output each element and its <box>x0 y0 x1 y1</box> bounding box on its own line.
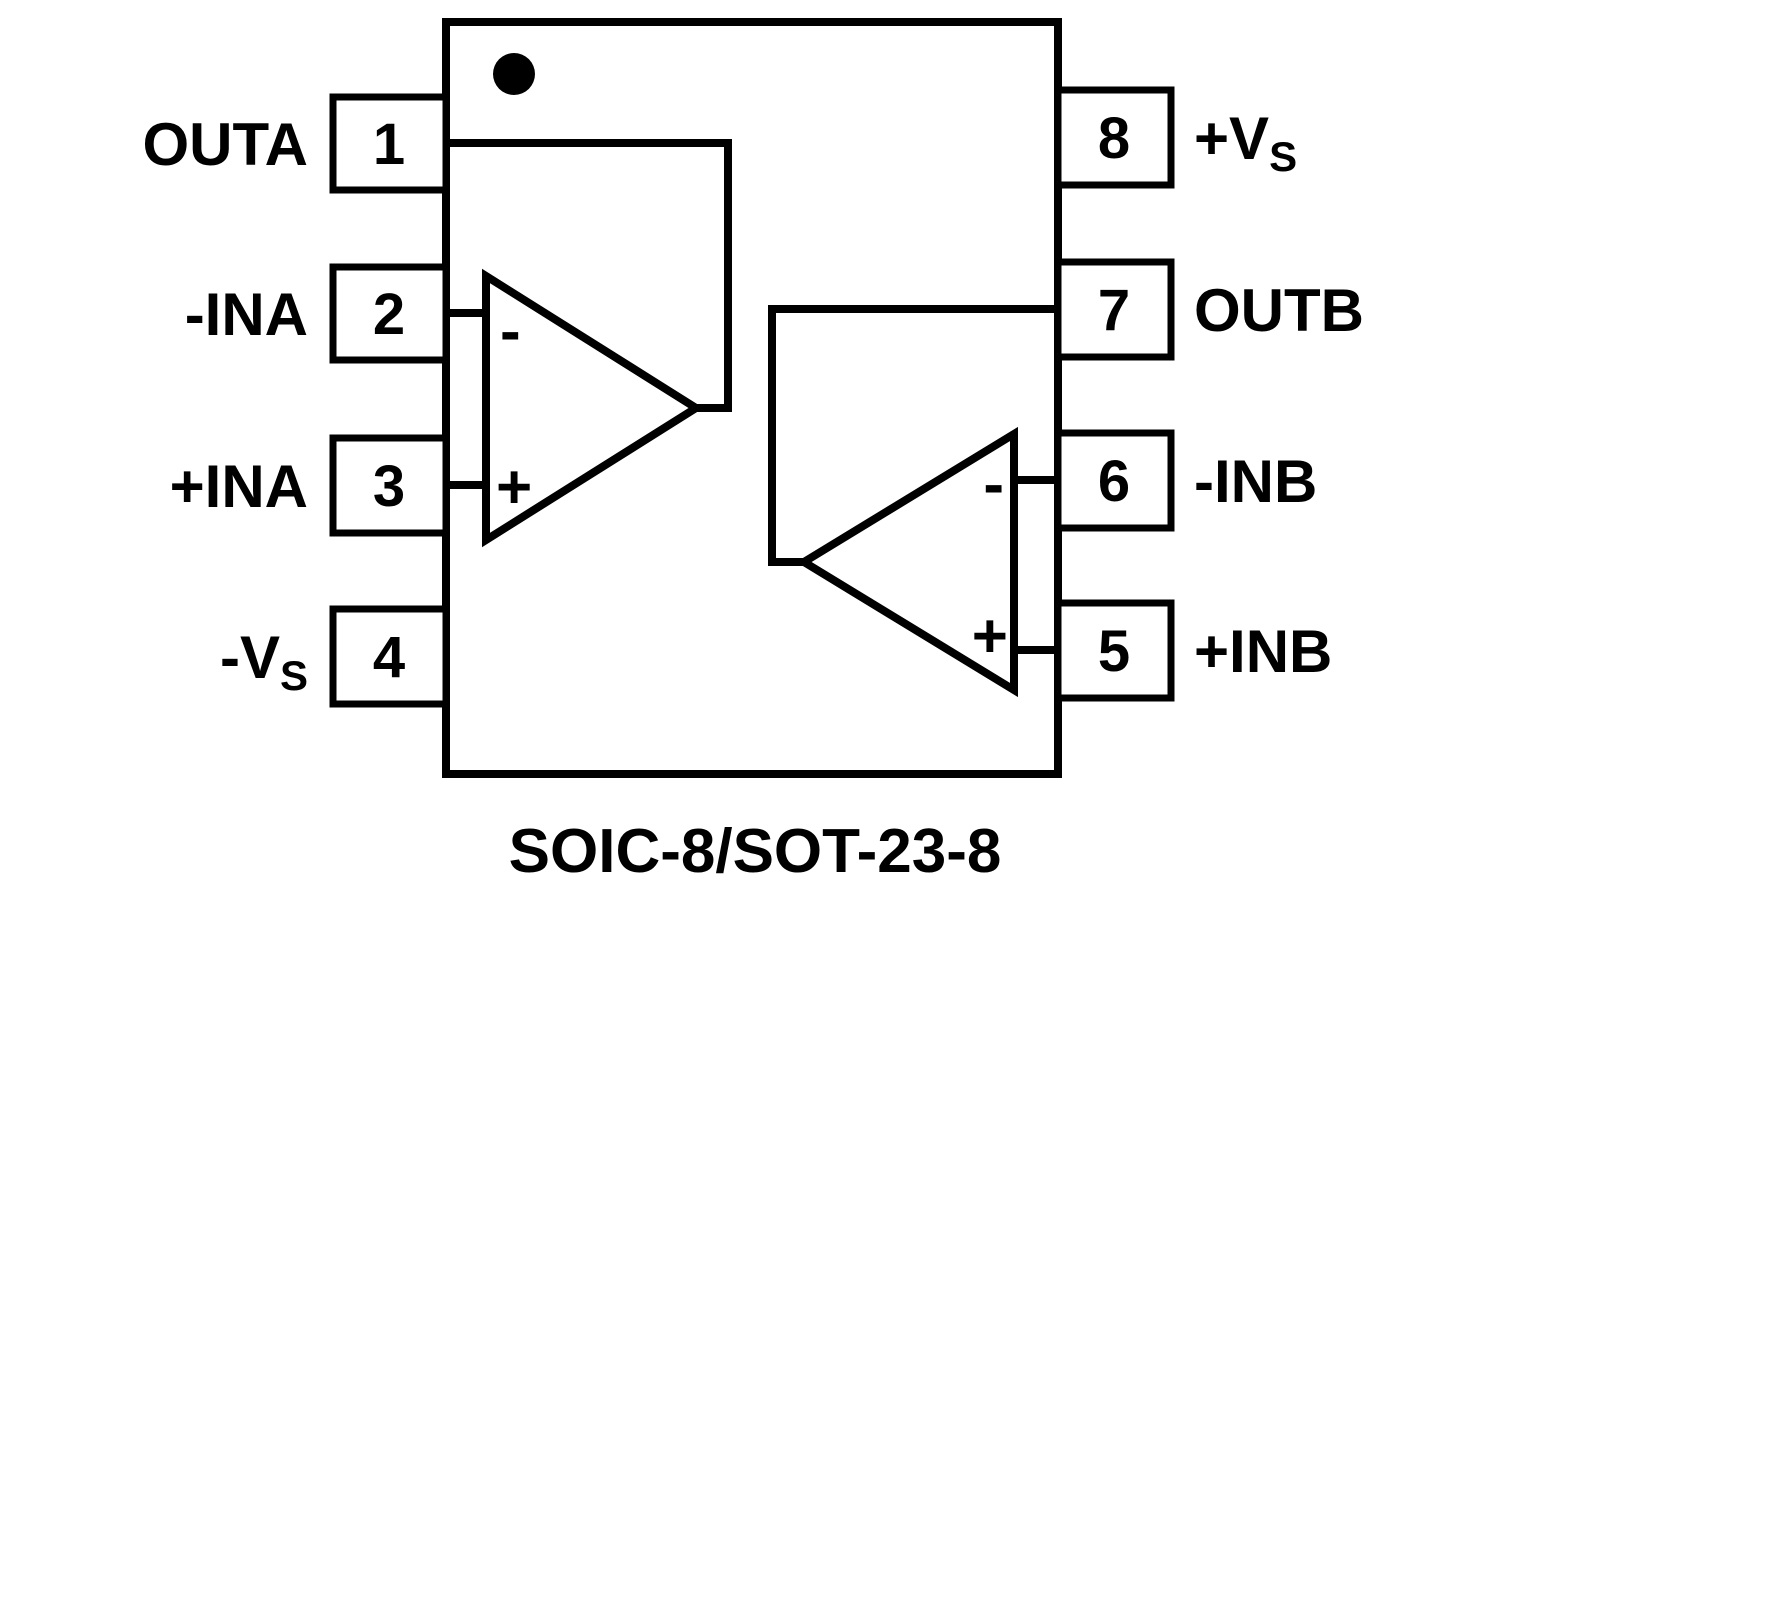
pin-number-7: 7 <box>1098 278 1130 343</box>
pin-number-6: 6 <box>1098 449 1130 514</box>
opamp-a-triangle <box>482 268 704 548</box>
pin-number-2: 2 <box>373 282 405 347</box>
pin-label-neg-vs: -VS <box>220 624 308 699</box>
opamp-b-inverting-sign: - <box>983 450 1004 519</box>
pin-label-pos-inb: +INB <box>1194 618 1332 685</box>
opamp-a-inverting-sign: - <box>500 297 521 366</box>
pin-number-5: 5 <box>1098 619 1130 684</box>
pin-label-pos-ina: +INA <box>170 453 308 520</box>
pin-label-outa: OUTA <box>142 111 308 178</box>
pin-label-neg-ina: -INA <box>185 281 308 348</box>
pin-box-2 <box>329 263 450 364</box>
pin-box-1 <box>329 93 450 194</box>
pin-box-8 <box>1054 86 1175 189</box>
pin-box-7 <box>1054 258 1175 361</box>
opamp-b-output-wire <box>768 305 1058 566</box>
pin-box-4 <box>329 605 450 708</box>
pin-number-8: 8 <box>1098 106 1130 171</box>
pin-label-outb: OUTB <box>1194 277 1364 344</box>
opamp-b-noninverting-sign: + <box>972 602 1008 671</box>
package-caption: SOIC-8/SOT-23-8 <box>509 817 1002 886</box>
opamp-b-triangle <box>796 426 1018 698</box>
pin1-indicator-dot <box>493 53 535 95</box>
pin-label-neg-inb: -INB <box>1194 448 1317 515</box>
pin-number-1: 1 <box>373 112 405 177</box>
pin-label-pos-vs: +VS <box>1194 105 1297 180</box>
pin-number-4: 4 <box>373 625 405 690</box>
pin-number-3: 3 <box>373 454 405 519</box>
opamp-a-noninverting-sign: + <box>496 453 532 522</box>
opamp-a-feedback-wire <box>446 139 732 412</box>
